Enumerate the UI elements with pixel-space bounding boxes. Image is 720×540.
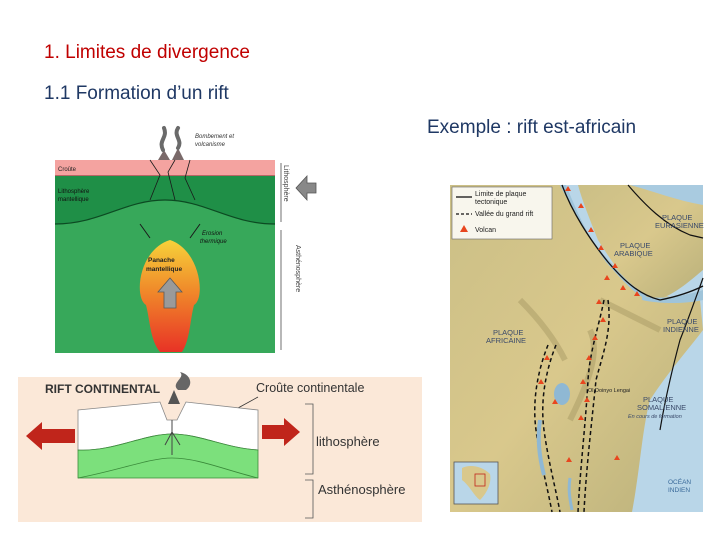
red-sea [560,185,650,300]
label-indienne: INDIENNE [663,325,699,334]
subsection-title: 1.1 Formation d’un rift [44,83,229,104]
label-rift-lithosphere: lithosphère [316,434,380,449]
example-caption: Exemple : rift est-africain [427,117,637,138]
upwelling-arrow-icon [157,277,183,309]
label-continental-crust: Croûte continentale [256,381,364,395]
rift-diagram: RIFT CONTINENTAL Croûte continentale lit… [18,372,422,522]
legend-rift-valley: Vallée du grand rift [475,211,533,218]
rift-valley-west [542,344,561,513]
label-arabique: ARABIQUE [614,249,653,258]
label-ocean: OCÉAN [668,477,691,486]
plume-diagram: Bombement et volcanisme Croûte Lithosphè… [54,126,317,353]
side-label-lithosphere: Lithosphère [282,165,289,202]
label-bombement: Bombement et [195,134,234,140]
lake-victoria [554,383,570,405]
left-extension-arrow-icon [26,422,75,450]
legend-plate-boundary: Limite de plaque [475,191,526,198]
label-ol-doinyo-lengai: Ol Doinyo Lengai [588,388,630,394]
rift-mantle [77,433,259,479]
label-erosion: Erosion [202,231,223,237]
legend-volcano-icon [460,225,468,232]
rift-volcano-smoke-icon [175,372,191,390]
label-panache: Panache [148,257,175,264]
crust-layer [55,160,275,176]
right-extension-arrow-icon [262,418,300,446]
rift-title: RIFT CONTINENTAL [45,382,160,396]
rift-valley-east [577,299,605,513]
plate-boundary-red-sea [561,184,704,301]
label-thermique: thermique [200,239,227,245]
label-africaine: AFRICAINE [486,336,526,345]
label-croute: Croûte [58,167,77,173]
label-plate-somali: PLAQUE [643,395,673,404]
map-land-arabia [578,185,703,300]
label-en-formation: En cours de formation [628,414,682,420]
label-plate-african: PLAQUE [493,328,523,337]
label-plate-indian: PLAQUE [667,317,697,326]
legend-volcano: Volcan [475,227,496,234]
label-plate-eurasian: PLAQUE [662,213,692,222]
label-panache-mantellique: mantellique [146,266,183,273]
label-mantellique: mantellique [58,197,89,203]
label-volcanisme: volcanisme [195,142,226,148]
section-title: 1. Limites de divergence [44,42,250,63]
map-legend [451,186,553,240]
compression-arrow-icon [295,174,317,202]
label-plate-arabian: PLAQUE [620,241,650,250]
label-eurasienne: EURASIENNE [655,221,704,230]
lake-tanganyika [536,419,546,476]
map-land-africa [450,185,703,512]
label-somalienne: SOMALIENNE [637,403,686,412]
smoke-icon [159,126,182,152]
volcano-markers [538,186,640,462]
rift-map: Limite de plaque tectonique Vallée du gr… [450,184,704,513]
label-lithosphere: Lithosphère [58,189,90,195]
label-indien: INDIEN [668,487,690,494]
side-label-asthenosphere: Asthénosphère [294,245,301,292]
label-rift-asthenosphere: Asthénosphère [318,482,405,497]
lake-malawi [567,477,574,511]
legend-tectonique: tectonique [475,199,507,206]
